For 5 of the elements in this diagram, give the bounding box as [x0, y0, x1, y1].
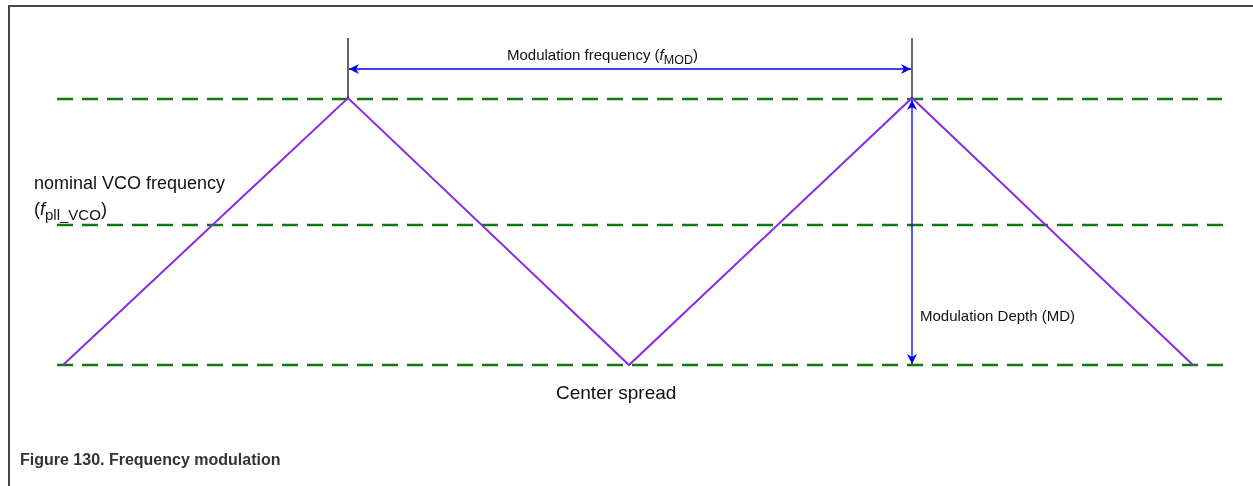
dimension-label: Modulation frequency (f$_{MOD}$)	[507, 46, 698, 68]
level-label: nominal VCO frequency (f$_{pll_VCO}$)	[34, 172, 227, 225]
figure-caption: Figure 130. Frequency modulation	[20, 450, 281, 470]
dimension-label: Modulation Depth (MD)	[920, 307, 1076, 325]
waveform-label: Center spread	[556, 382, 677, 405]
